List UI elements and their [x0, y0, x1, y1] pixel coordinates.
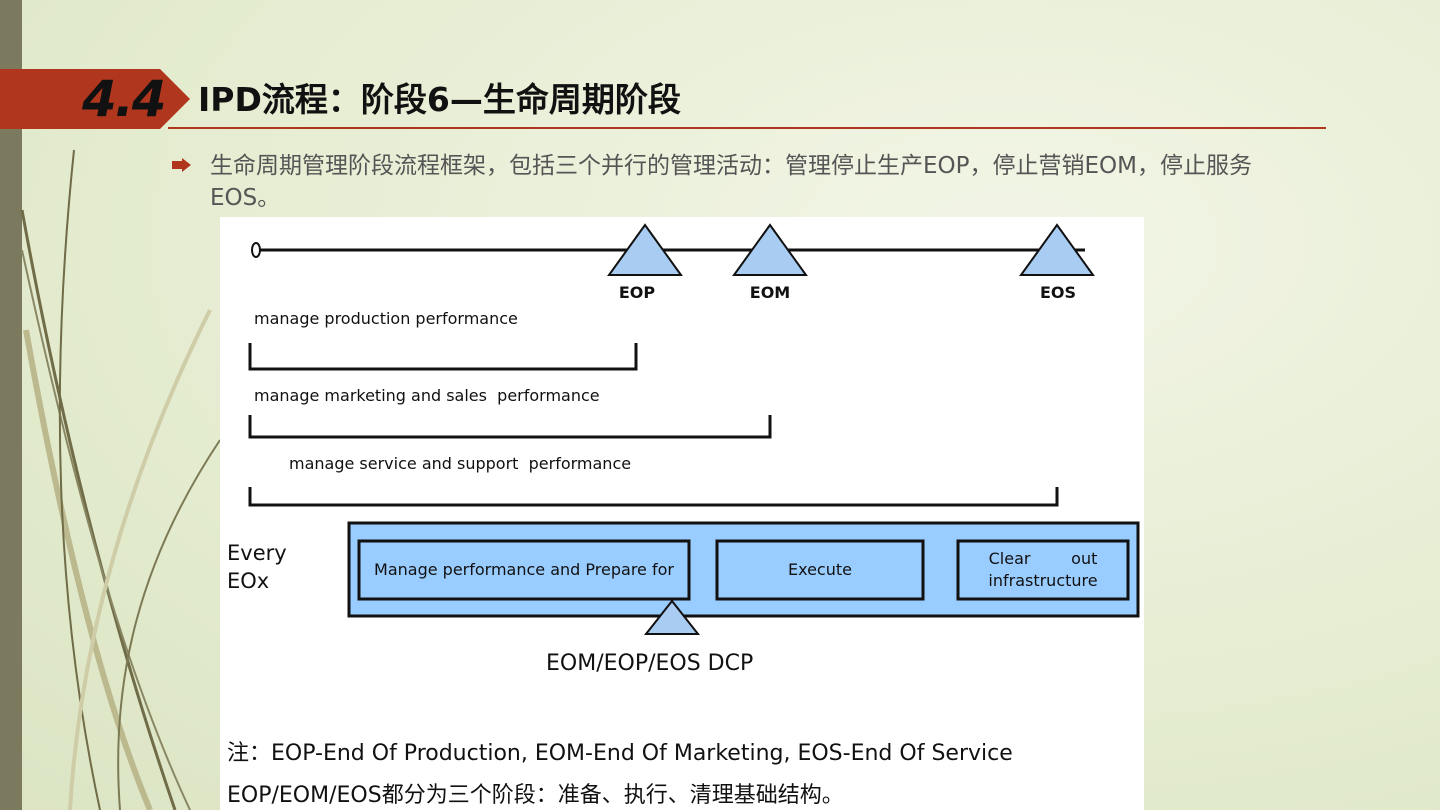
every-label: Every [227, 541, 287, 565]
prepare-step-box [357, 539, 691, 601]
arrow-bullet-icon [172, 158, 191, 172]
activity-service-label: manage service and support performance [289, 454, 632, 473]
eop-milestone-triangle [607, 223, 683, 276]
title-band [0, 69, 190, 129]
note-definitions: EOP-End Of Production, EOM-End Of Market… [271, 741, 1013, 766]
execute-step-box [715, 539, 925, 601]
eos-label: EOS [1039, 283, 1077, 302]
decorative-swoosh [20, 149, 221, 810]
title-rule [168, 127, 1326, 129]
lifecycle-diagram: EOP EOM EOS manage production performanc… [220, 217, 1144, 810]
clear-step-box [956, 539, 1130, 601]
note-line-1: 注：EOP-End Of Production, EOM-End Of Mark… [227, 735, 1013, 767]
dcp-label: EOM/EOP/EOS DCP [546, 651, 754, 676]
activity-production-label: manage production performance [254, 309, 518, 328]
prepare-step-label: Manage performance and Prepare for [374, 560, 674, 579]
dcp-triangle [643, 599, 701, 635]
eom-milestone-triangle [732, 223, 808, 276]
marketing-bracket [248, 415, 772, 439]
activity-marketing-label: manage marketing and sales performance [254, 386, 600, 405]
eop-label: EOP [618, 283, 656, 302]
diagram-graphics [248, 223, 1140, 635]
note-line-2: EOP/EOM/EOS都分为三个阶段：准备、执行、清理基础结构。 [227, 783, 844, 808]
execute-step-label: Execute [788, 560, 852, 579]
slide-title: IPD流程：阶段6—生命周期阶段 [198, 80, 681, 119]
left-strip [0, 0, 22, 810]
note-prefix: 注： [227, 741, 272, 766]
eox-label: EOx [227, 569, 270, 593]
eos-milestone-triangle [1019, 223, 1095, 276]
service-bracket [248, 487, 1059, 507]
eom-label: EOM [749, 283, 791, 302]
clear-step-label: Clear out infrastructure [988, 549, 1103, 590]
bullet-text: 生命周期管理阶段流程框架，包括三个并行的管理活动：管理停止生产EOP，停止营销E… [210, 153, 1252, 211]
timeline-start-marker [251, 242, 261, 258]
section-number: 4.4 [82, 70, 167, 128]
production-bracket [248, 343, 638, 371]
